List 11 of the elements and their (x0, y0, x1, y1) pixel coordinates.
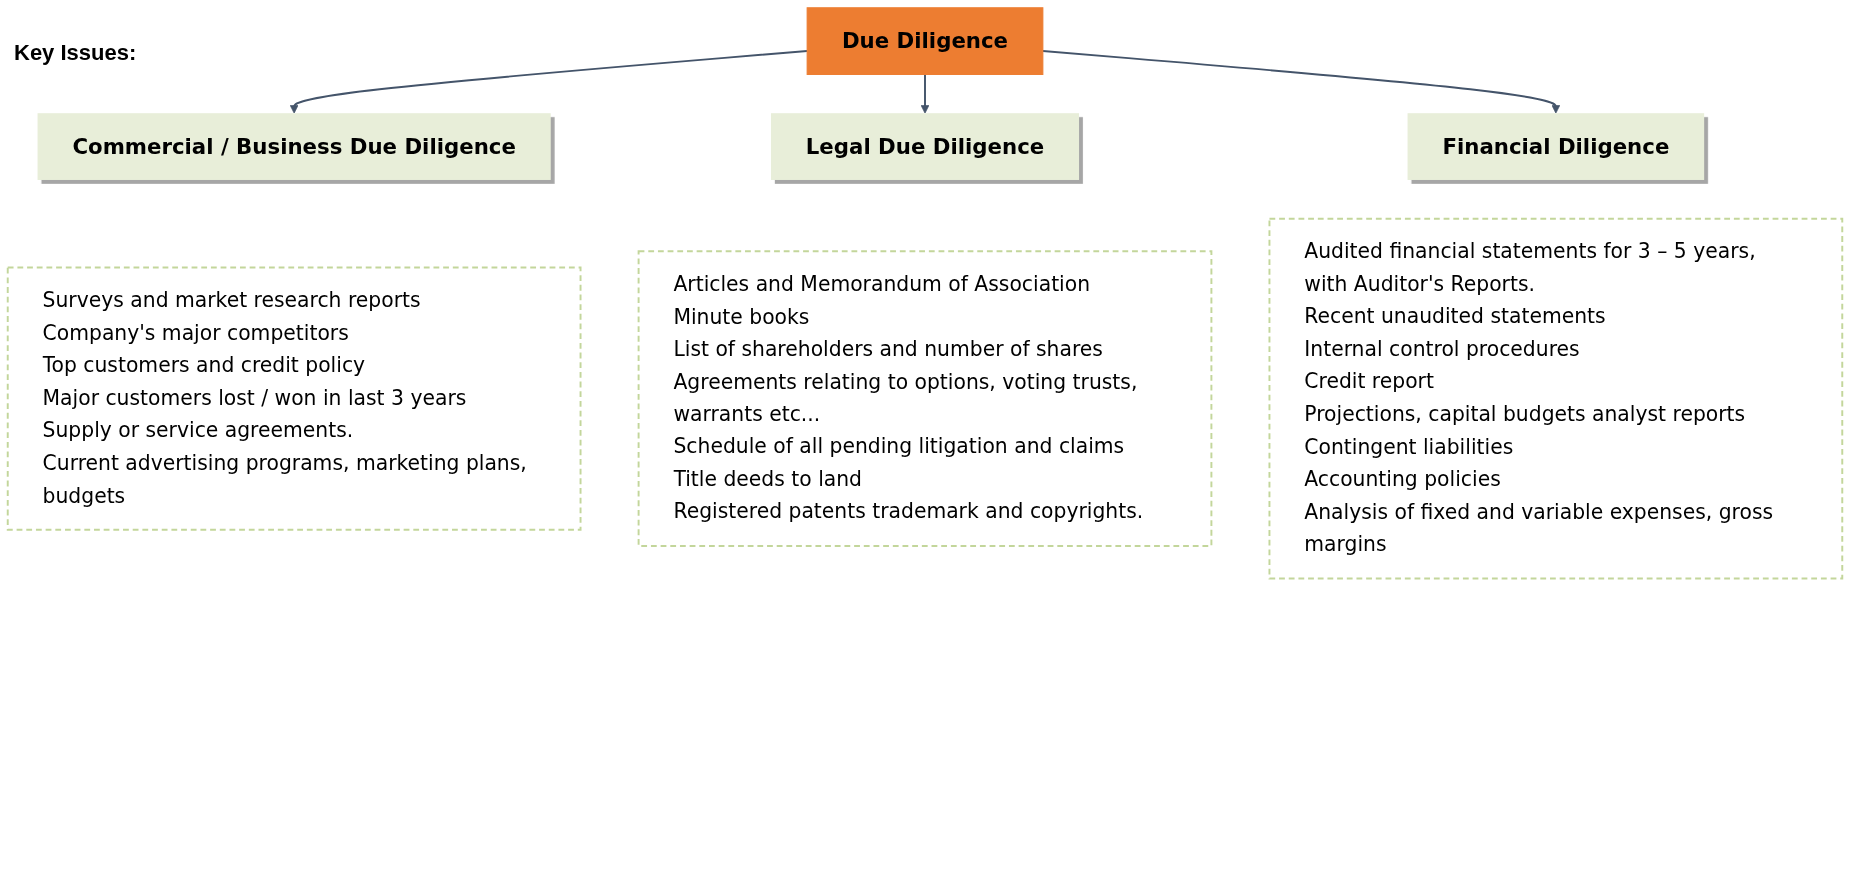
node-box: Due Diligence (806, 7, 1044, 75)
node-box: Legal Due Diligence (770, 113, 1080, 180)
node-box: Surveys and market research reports Company's major competitors Top customers and credit policy Major customers lost / won in last 3 years Supply or service agreements. Current advertising programs, marketing plans, budgets (6, 266, 582, 531)
arrow (1041, 50, 1561, 114)
node-box: Financial Diligence (1407, 113, 1705, 180)
node-box: Audited financial statements for 3 – 5 years, with Auditor's Reports. Recent unaudited statements Internal control procedures Credit report Projections, capital budgets analyst reports Contingent liabilities Accounting policies Analysis of fixed and variable expenses, gross margins (1268, 217, 1844, 580)
node-box: Commercial / Business Due Diligence (37, 113, 551, 180)
arrow (289, 50, 809, 114)
arrow (920, 73, 930, 114)
note-text: Key Issues: (14, 40, 137, 65)
node-box: Articles and Memorandum of Association Minute books List of shareholders and number of shares Agreements relating to options, voting trusts, warrants etc... Schedule of all pending litigation and claims Title deeds to land Registered patents trademark and copyrights. (637, 250, 1213, 547)
